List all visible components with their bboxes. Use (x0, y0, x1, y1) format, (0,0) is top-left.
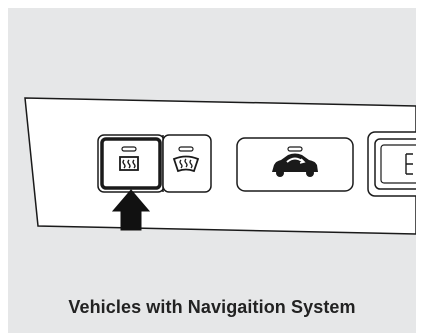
recirculation-icon (272, 153, 318, 177)
figure-caption: Vehicles with Navigaition System (68, 297, 356, 317)
rear-defroster-button[interactable] (97, 134, 165, 193)
dashboard-panel-drawing (24, 97, 416, 235)
front-defroster-indicator (178, 146, 194, 152)
front-defroster-button[interactable] (162, 134, 212, 193)
rear-defroster-indicator (121, 146, 137, 152)
dashboard-panel (24, 97, 416, 235)
rear-defroster-icon (119, 156, 139, 171)
illustration-frame: Vehicles with Navigaition System (8, 8, 416, 333)
recirculation-button[interactable] (236, 137, 354, 192)
front-defroster-icon (172, 155, 200, 173)
arrow-up-pointer (111, 189, 151, 231)
recirculation-indicator (287, 146, 303, 152)
display-window (367, 131, 416, 197)
